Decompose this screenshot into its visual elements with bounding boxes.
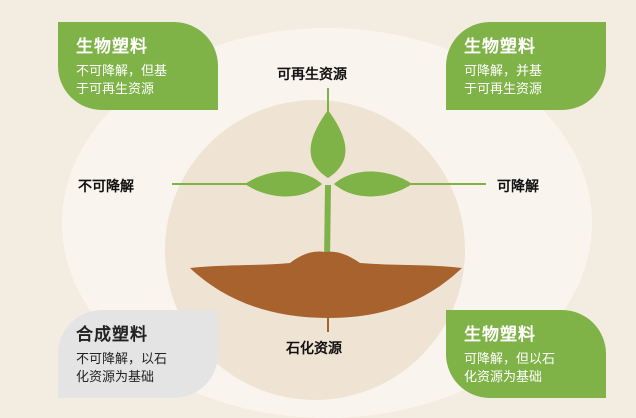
quadrant-title: 生物塑料 bbox=[464, 325, 536, 345]
axis-label-non-degradable: 不可降解 bbox=[78, 179, 134, 195]
axis-label-fossil: 石化资源 bbox=[286, 341, 342, 357]
quadrant-desc-line2: 化资源为基础 bbox=[464, 370, 543, 385]
quadrant-bottom-left: 合成塑料 不可降解，以石 化资源为基础 bbox=[58, 310, 218, 398]
quadrant-title: 生物塑料 bbox=[76, 37, 148, 57]
quadrant-desc-line2: 于可再生资源 bbox=[76, 82, 155, 97]
right-leaf bbox=[334, 171, 412, 197]
soil-mound bbox=[190, 251, 462, 318]
plant-stem bbox=[324, 185, 331, 262]
quadrant-desc-line1: 不可降解，以石 bbox=[76, 352, 168, 367]
axis-label-renewable: 可再生资源 bbox=[277, 67, 347, 83]
quadrant-desc-line1: 不可降解，但基 bbox=[76, 64, 168, 79]
axis-label-degradable: 可降解 bbox=[497, 179, 539, 195]
quadrant-desc-line1: 可降解，但以石 bbox=[464, 352, 556, 367]
quadrant-desc-line2: 化资源为基础 bbox=[76, 370, 155, 385]
quadrant-bottom-right: 生物塑料 可降解，但以石 化资源为基础 bbox=[446, 310, 606, 398]
top-leaf bbox=[310, 110, 346, 178]
quadrant-desc-line1: 可降解，并基 bbox=[464, 64, 543, 79]
quadrant-title: 生物塑料 bbox=[464, 37, 536, 57]
left-leaf bbox=[245, 171, 322, 197]
quadrant-top-left: 生物塑料 不可降解，但基 于可再生资源 bbox=[58, 22, 218, 110]
quadrant-top-right: 生物塑料 可降解，并基 于可再生资源 bbox=[446, 22, 606, 110]
quadrant-title: 合成塑料 bbox=[76, 325, 148, 345]
quadrant-desc-line2: 于可再生资源 bbox=[464, 82, 543, 97]
